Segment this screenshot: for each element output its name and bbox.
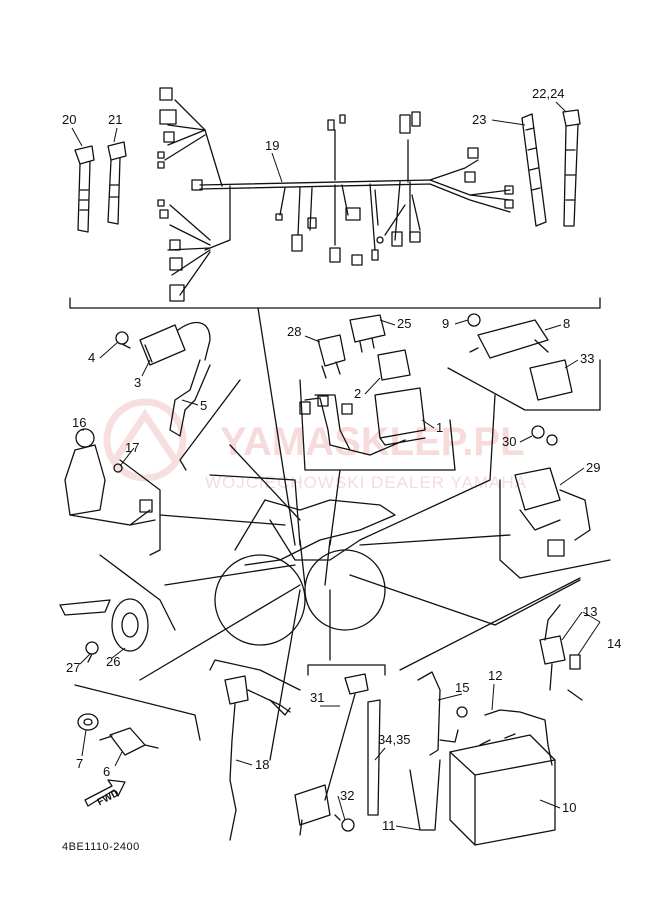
- callout-23: 23: [472, 112, 486, 127]
- sensor-18: [224, 675, 291, 841]
- callout-18: 18: [255, 757, 269, 772]
- washer-7: [77, 713, 99, 731]
- callout-28: 28: [287, 324, 301, 339]
- bolt-4: [115, 331, 131, 349]
- callout-34-35: 34,35: [378, 732, 411, 747]
- group-bracket-starter: [499, 479, 611, 579]
- callout-26: 26: [106, 654, 120, 669]
- callout-33: 33: [580, 351, 594, 366]
- group-bracket-rectifier: [447, 359, 601, 411]
- watermark-logo: [103, 398, 187, 482]
- callout-4: 4: [88, 350, 95, 365]
- callout-6: 6: [103, 764, 110, 779]
- group-bracket-sensor: [209, 659, 301, 691]
- callout-22-24: 22,24: [532, 86, 565, 101]
- horn-26: [59, 598, 149, 652]
- fuse-holder-13: [539, 604, 566, 691]
- main-switch-16: [64, 428, 156, 526]
- callout-12: 12: [488, 668, 502, 683]
- pointer-lines: [139, 307, 581, 761]
- bolt-9: [467, 313, 481, 327]
- cable-tie-21: [107, 141, 127, 225]
- cable-tie-22-24: [562, 109, 581, 227]
- battery-band-15: [417, 671, 459, 756]
- callout-25: 25: [397, 316, 411, 331]
- callout-30: 30: [502, 434, 516, 449]
- relay-33: [529, 359, 573, 401]
- plug-cap-5: [169, 359, 211, 437]
- callout-labels: 20 21 19 23 22,24 4 3 5 16 17 28 25 2 1 …: [62, 86, 621, 833]
- fuse-14: [567, 654, 583, 701]
- nut-30: [531, 425, 558, 446]
- screw-17: [113, 463, 123, 473]
- callout-16: 16: [72, 415, 86, 430]
- callout-15: 15: [455, 680, 469, 695]
- cable-tie-34-35: [367, 699, 381, 816]
- ignition-coil-3: [139, 321, 211, 366]
- group-bracket-switch: [119, 459, 161, 556]
- callout-20: 20: [62, 112, 76, 127]
- callout-10: 10: [562, 800, 576, 815]
- group-bracket-horn: [99, 554, 176, 631]
- callout-29: 29: [586, 460, 600, 475]
- callout-2: 2: [354, 386, 361, 401]
- bolt-27: [85, 641, 99, 663]
- leader-lines: [71, 101, 601, 831]
- callout-14: 14: [607, 636, 621, 651]
- drawing-code: 4BE1110-2400: [62, 841, 140, 853]
- callout-32: 32: [340, 788, 354, 803]
- wire-harness: [157, 87, 514, 302]
- watermark-brand: YAMASKLEP.PL: [220, 420, 525, 464]
- group-bracket-brake: [307, 664, 386, 676]
- callout-11: 11: [382, 818, 396, 833]
- callout-7: 7: [76, 756, 83, 771]
- group-bracket-relays: [299, 379, 456, 471]
- motorcycle-frame: [214, 499, 396, 646]
- callout-9: 9: [442, 316, 449, 331]
- neutral-switch-6: [99, 727, 159, 756]
- callout-5: 5: [200, 398, 207, 413]
- watermark: YAMASKLEP.PL WOJCIECHOWSKI DEALER YAMAHA: [103, 398, 527, 492]
- flasher-relay-1: [374, 387, 426, 446]
- brake-switch-31: [294, 673, 369, 836]
- callout-31: 31: [310, 690, 324, 705]
- callout-3: 3: [134, 375, 141, 390]
- callout-8: 8: [563, 316, 570, 331]
- relay-2: [377, 349, 411, 381]
- callout-27: 27: [66, 660, 80, 675]
- battery-cable-12: [456, 706, 553, 766]
- callout-21: 21: [108, 112, 122, 127]
- callout-19: 19: [265, 138, 279, 153]
- fwd-arrow-icon: [84, 779, 126, 807]
- relay-25: [349, 314, 386, 353]
- bolt-32: [334, 814, 355, 832]
- coupler-leads: [299, 394, 406, 456]
- battery-10: [449, 733, 556, 846]
- callout-1: 1: [436, 420, 443, 435]
- group-bracket-battery: [399, 577, 581, 671]
- relay-28: [317, 334, 346, 379]
- group-bracket-coil: [179, 379, 241, 471]
- cable-tie-23: [521, 113, 547, 227]
- callout-17: 17: [125, 440, 139, 455]
- fwd-arrow-label: FWD: [96, 788, 121, 808]
- group-bracket-neutral: [74, 684, 201, 741]
- watermark-tagline: WOJCIECHOWSKI DEALER YAMAHA: [205, 473, 527, 492]
- starter-relay-29: [514, 467, 591, 557]
- cable-tie-20: [74, 145, 95, 233]
- battery-lead-11: [409, 759, 441, 831]
- callout-13: 13: [583, 604, 597, 619]
- group-bracket-top: [69, 297, 601, 309]
- rectifier-8: [469, 319, 549, 359]
